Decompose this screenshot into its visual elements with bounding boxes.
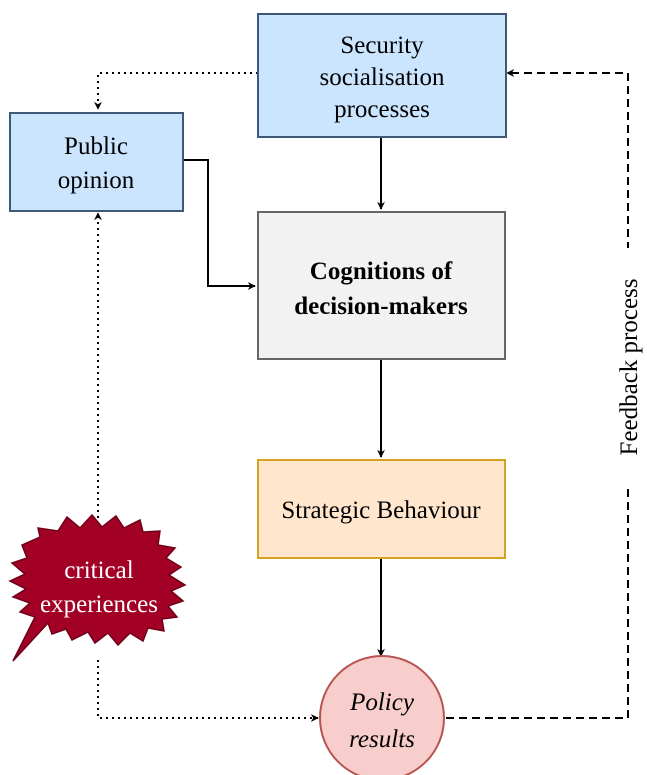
security-line-2: socialisation	[320, 64, 445, 91]
policy-results-node: Policy results	[319, 655, 445, 775]
policy-results-line-2: results	[349, 726, 415, 753]
cognitions-node: Cognitions of decision-makers	[257, 211, 506, 360]
security-line-3: processes	[334, 96, 430, 123]
edge-security-to-public	[94, 72, 258, 110]
security-line-1: Security	[340, 32, 424, 59]
security-socialisation-node: Security socialisation processes	[257, 13, 507, 138]
security-socialisation-box	[257, 13, 507, 138]
public-opinion-line-1: Public	[64, 133, 128, 160]
strategic-behaviour-node: Strategic Behaviour	[257, 459, 506, 559]
edge-public-to-cognitions	[184, 159, 256, 290]
public-opinion-line-2: opinion	[58, 167, 135, 194]
edges	[94, 69, 629, 722]
critical-experiences-burst	[8, 513, 187, 662]
cognitions-box	[257, 211, 506, 360]
cognitions-line-2: decision-makers	[294, 293, 468, 320]
edge-feedback-process	[446, 69, 629, 719]
critical-experiences-line-1: critical	[64, 557, 133, 584]
feedback-process-label: Feedback process	[616, 278, 643, 455]
policy-results-circle	[319, 655, 445, 775]
public-opinion-node: Public opinion	[9, 112, 184, 212]
edge-critical-to-policy	[97, 660, 319, 722]
feedback-label-background	[617, 248, 641, 485]
critical-experiences-line-2: experiences	[40, 591, 158, 618]
cognitions-line-1: Cognitions of	[310, 258, 453, 285]
strategic-behaviour-box	[257, 459, 506, 559]
public-opinion-box	[9, 112, 184, 212]
strategic-behaviour-label: Strategic Behaviour	[281, 497, 481, 524]
policy-results-line-1: Policy	[349, 689, 415, 716]
critical-experiences-node: critical experiences	[8, 513, 187, 662]
